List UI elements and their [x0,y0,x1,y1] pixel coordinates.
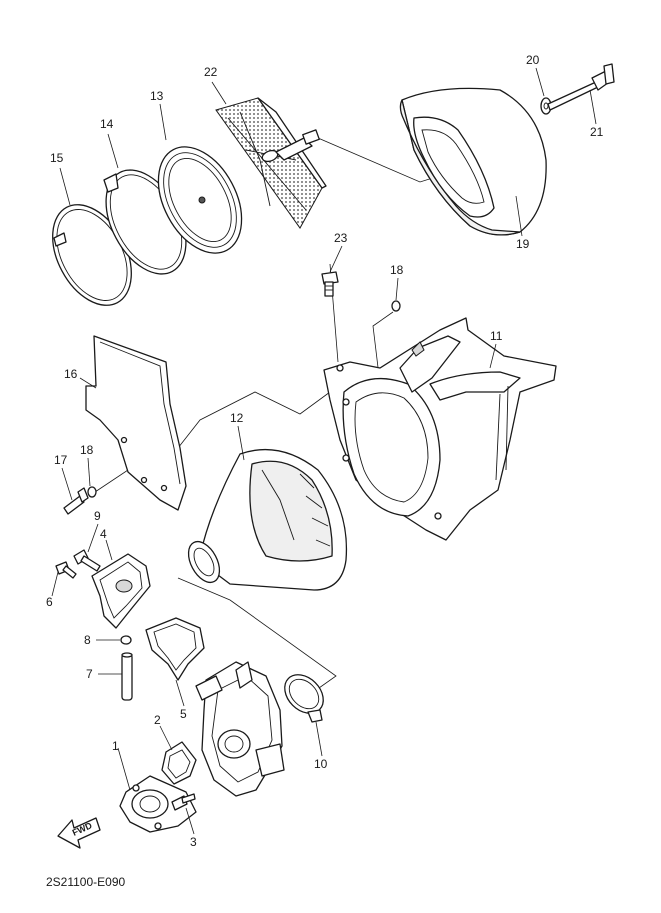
callout-6: 6 [46,595,53,609]
callout-9: 9 [94,509,101,523]
callout-11: 11 [490,329,503,343]
part-13-filter-cover [157,146,243,254]
part-19-air-filter [399,87,547,236]
part-11-air-box [323,317,557,541]
leader-lines [51,67,597,835]
part-1-intake-joint [119,775,197,833]
part-22-filter-guide [215,97,327,229]
callout-1: 1 [112,739,119,753]
part-4-cover [91,553,151,629]
callout-8: 8 [84,633,91,647]
callout-7: 7 [86,667,93,681]
part-12-intake-boot [187,448,348,591]
part-9-bolt [73,549,101,572]
callout-10: 10 [314,757,328,771]
callout-23: 23 [334,231,348,245]
part-18-nut-lower [87,486,97,498]
callout-labels: 15 14 13 22 20 21 19 23 18 11 12 16 17 1… [46,53,604,849]
callout-20: 20 [526,53,540,67]
part-21-filter-bolt [547,63,615,111]
callout-18-lower: 18 [80,443,94,457]
part-18-nut-upper [391,300,401,312]
callout-19: 19 [516,237,530,251]
callout-22: 22 [204,65,218,79]
callout-18-upper: 18 [390,263,404,277]
part-16-sheet [85,335,187,511]
part-6-bolt [55,561,77,579]
part-23-bolt [321,271,339,297]
part-8-washer [120,635,132,645]
forward-arrow-icon: FWD [57,817,101,849]
part-2-clamp [161,741,197,785]
carburetor-body [195,661,285,797]
part-17-rivet [63,487,89,515]
part-10-hose-clamp [284,674,324,723]
callout-4: 4 [100,527,107,541]
callout-16: 16 [64,367,78,381]
callout-21: 21 [590,125,604,139]
part-5-gasket [145,617,205,681]
drawing-code: 2S21100-E090 [46,875,126,889]
callout-15: 15 [50,151,64,165]
callout-13: 13 [150,89,164,103]
callout-2: 2 [154,713,161,727]
callout-14: 14 [100,117,114,131]
callout-17: 17 [54,453,68,467]
callout-5: 5 [180,707,187,721]
callout-12: 12 [230,411,244,425]
part-3-bolt [171,793,196,811]
part-7-sleeve [121,652,133,701]
callout-3: 3 [190,835,197,849]
